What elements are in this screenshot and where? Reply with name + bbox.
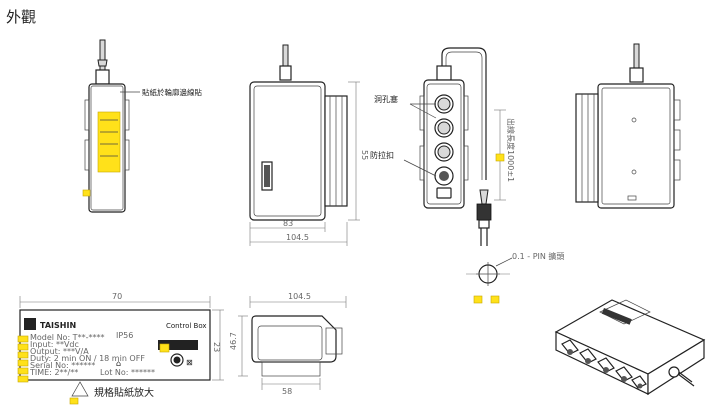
anti-pull-label: 防拉扣 — [370, 150, 394, 160]
button-2 — [434, 118, 454, 138]
anti-pull-clip — [436, 187, 452, 199]
label-row-1: Model No: T**-**** — [30, 333, 104, 342]
sticker-position-note: 貼紙於輪廓邊線貼 — [142, 87, 202, 97]
sticker-area — [97, 111, 121, 173]
pin-note: 0.1 - PIN 擴頭 — [512, 251, 564, 261]
dim-side-height: 46.7 — [229, 332, 238, 350]
plug-5 — [631, 375, 647, 389]
dim-front-outer: 104.5 — [286, 233, 309, 242]
button-face-view: 洞孔塞 防拉扣 出線長度1000±1 — [370, 47, 516, 246]
side-view-sticker: 貼紙於輪廓邊線貼 — [82, 39, 202, 213]
dim-label-width: 70 — [112, 292, 122, 301]
button-4 — [434, 166, 454, 186]
button-3 — [434, 142, 454, 162]
label-row-2: Input: **Vdc — [30, 340, 79, 349]
dim-front-height: 55 — [360, 150, 369, 160]
home-icon: ⌂ — [116, 359, 121, 368]
page-title: 外觀 — [6, 8, 37, 26]
rear-view — [575, 43, 681, 209]
label-row-7: Lot No: ****** — [100, 368, 155, 377]
plug-hole-label: 洞孔塞 — [374, 94, 398, 104]
cable-length-dim: 出線長度1000±1 — [506, 118, 516, 182]
dim-side-width: 104.5 — [288, 292, 311, 301]
dim-front-inner: 83 — [283, 219, 293, 228]
recycle-bin-icon: ⊠ — [186, 358, 193, 367]
label-product: Control Box — [166, 322, 207, 330]
barcode — [158, 340, 198, 350]
label-row-4: Duty: 2 min ON / 18 min OFF — [30, 354, 145, 363]
plug-1 — [561, 339, 579, 355]
dim-label-height: 23 — [212, 342, 221, 352]
label-brand: TAISHIN — [40, 321, 76, 330]
label-row-6: TIME: 2**/** — [29, 368, 78, 377]
warning-triangle-icon — [71, 381, 89, 397]
pin-detail: 0.1 - PIN 擴頭 — [466, 251, 564, 304]
button-1 — [434, 94, 454, 114]
spec-label-enlarged-note: 規格貼紙放大 — [94, 386, 154, 399]
dim-side-inner: 58 — [282, 387, 292, 396]
plug-3 — [597, 357, 615, 373]
isometric-view — [554, 299, 706, 396]
front-view: 83 104.5 55 — [249, 44, 369, 246]
side-view-bottom: 104.5 46.7 58 — [229, 292, 347, 396]
spec-label: 70 TAISHIN Control Box IP56 Model No: T*… — [17, 292, 224, 405]
label-row-3: Output: ***V/A — [30, 347, 89, 356]
plug-2 — [579, 348, 597, 364]
plug-4 — [615, 366, 633, 382]
label-row-5: Serial No: ****** — [30, 361, 95, 370]
label-ip: IP56 — [116, 331, 133, 340]
